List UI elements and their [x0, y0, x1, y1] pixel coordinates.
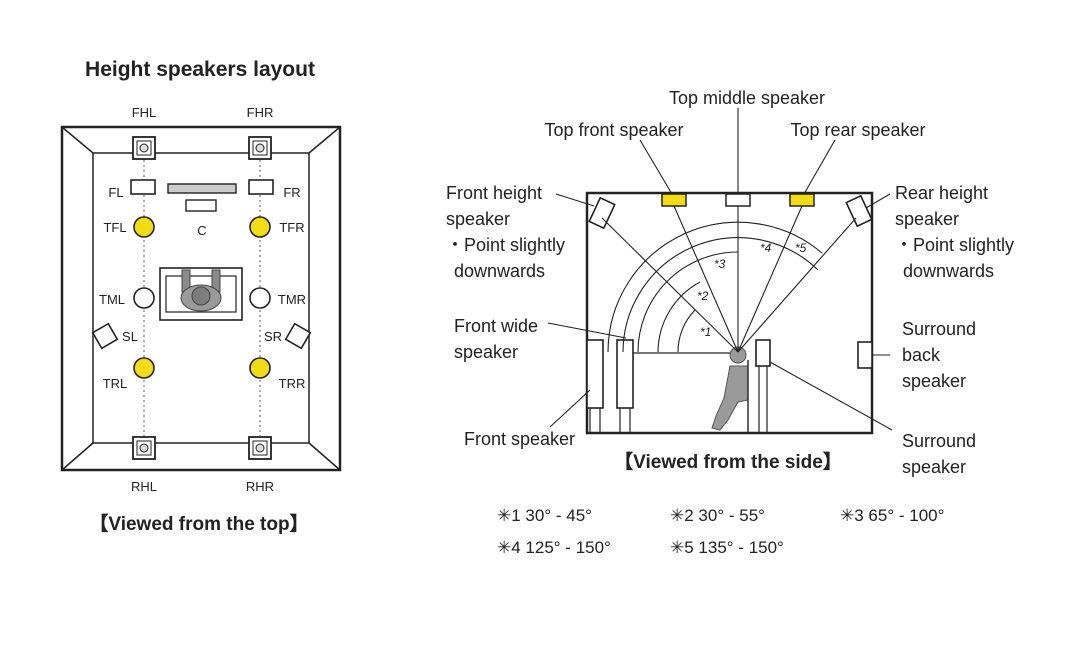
svg-text:Front height: Front height: [446, 183, 542, 203]
top-rear-label: Top rear speaker: [790, 120, 925, 140]
rhr-speaker: [248, 436, 272, 460]
top-view-title: Height speakers layout: [85, 58, 315, 81]
front-wide-speaker: [616, 339, 634, 409]
svg-text:downwards: downwards: [903, 261, 994, 281]
fhl-speaker: [132, 136, 156, 160]
svg-text:Surround: Surround: [902, 319, 976, 339]
tmr-speaker: [249, 287, 271, 309]
tfr-speaker: [249, 216, 271, 238]
c-label: C: [197, 223, 206, 238]
angle-mark-5: *5: [795, 241, 807, 255]
angle-mark-2: *2: [697, 289, 709, 303]
svg-text:Surround: Surround: [902, 431, 976, 451]
tfl-label: TFL: [103, 220, 126, 235]
svg-text:speaker: speaker: [895, 209, 959, 229]
front-wide-label: Front wide speaker: [454, 316, 538, 362]
side-view-caption: 【Viewed from the side】: [614, 450, 842, 473]
center-speaker: [185, 199, 217, 212]
top-middle-label: Top middle speaker: [669, 88, 825, 108]
surround-back-speaker: [857, 341, 873, 369]
angle-note-2: ✳2 30° - 55°: [670, 506, 765, 525]
top-front-label: Top front speaker: [544, 120, 683, 140]
angle-mark-3: *3: [714, 257, 726, 271]
listener-sofa: [159, 267, 243, 321]
seated-listener: [711, 346, 749, 433]
front-height-label: Front height speaker ・Point slightly dow…: [446, 183, 565, 281]
surround-speaker: [755, 339, 771, 367]
fr-label: FR: [283, 185, 300, 200]
tml-speaker: [133, 287, 155, 309]
rhr-label: RHR: [246, 479, 274, 494]
svg-text:Front wide: Front wide: [454, 316, 538, 336]
trl-speaker: [133, 357, 155, 379]
leader-lines: [547, 108, 893, 431]
surround-label: Surround speaker: [902, 431, 976, 477]
trr-label: TRR: [279, 376, 306, 391]
trr-speaker: [249, 357, 271, 379]
top-view-caption: 【Viewed from the top】: [89, 512, 308, 535]
top-view-room: [60, 125, 342, 472]
angle-mark-1: *1: [700, 325, 711, 339]
angle-note-5: ✳5 135° - 150°: [670, 538, 784, 557]
sr-speaker: [284, 322, 312, 350]
fhr-label: FHR: [247, 105, 274, 120]
trl-label: TRL: [103, 376, 128, 391]
svg-text:・Point slightly: ・Point slightly: [895, 235, 1014, 255]
top-middle-speaker: [725, 193, 751, 207]
rhl-speaker: [132, 436, 156, 460]
front-height-speaker: [588, 196, 616, 230]
svg-text:back: back: [902, 345, 941, 365]
fl-label: FL: [108, 185, 123, 200]
top-view-guides: [143, 160, 261, 438]
svg-text:Rear height: Rear height: [895, 183, 988, 203]
top-rear-speaker: [789, 193, 815, 207]
angle-lines: [601, 205, 857, 353]
top-front-speaker: [661, 193, 687, 207]
rear-height-label: Rear height speaker ・Point slightly down…: [895, 183, 1014, 281]
svg-text:speaker: speaker: [454, 342, 518, 362]
front-speaker: [586, 339, 604, 409]
svg-text:downwards: downwards: [454, 261, 545, 281]
angle-note-3: ✳3 65° - 100°: [840, 506, 944, 525]
rear-height-speaker: [845, 194, 873, 228]
fhr-speaker: [248, 136, 272, 160]
tmr-label: TMR: [278, 292, 306, 307]
angle-mark-4: *4: [760, 241, 772, 255]
angle-note-1: ✳1 30° - 45°: [497, 506, 592, 525]
fhl-label: FHL: [132, 105, 157, 120]
tml-label: TML: [99, 292, 125, 307]
surround-back-label: Surround back speaker: [902, 319, 976, 391]
sl-label: SL: [122, 329, 138, 344]
side-view-room: [585, 191, 874, 435]
tfr-label: TFR: [279, 220, 304, 235]
svg-text:speaker: speaker: [902, 457, 966, 477]
angle-note-4: ✳4 125° - 150°: [497, 538, 611, 557]
front-speaker-label: Front speaker: [464, 429, 575, 449]
rhl-label: RHL: [131, 479, 157, 494]
sl-speaker: [91, 322, 119, 350]
svg-text:speaker: speaker: [446, 209, 510, 229]
sr-label: SR: [264, 329, 282, 344]
tv-screen: [167, 183, 237, 194]
fr-speaker: [248, 179, 274, 195]
tfl-speaker: [133, 216, 155, 238]
fl-speaker: [130, 179, 156, 195]
svg-text:・Point slightly: ・Point slightly: [446, 235, 565, 255]
svg-text:speaker: speaker: [902, 371, 966, 391]
angle-arcs: [607, 221, 823, 353]
